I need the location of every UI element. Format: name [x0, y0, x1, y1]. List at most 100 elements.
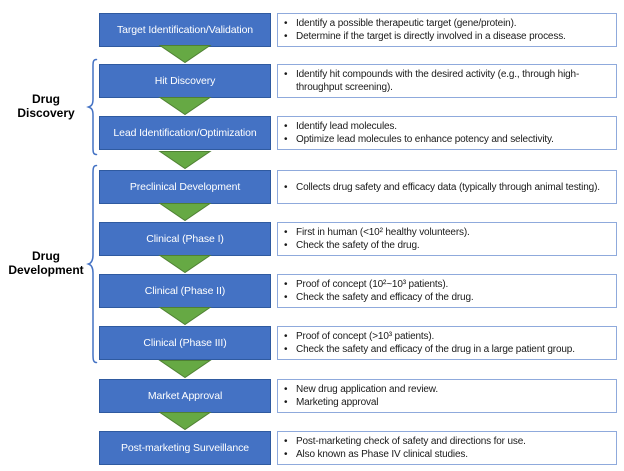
stage-title: Market Approval: [147, 390, 223, 402]
stage-title: Target Identification/Validation: [116, 24, 254, 36]
stage-title-box: Clinical (Phase II): [99, 274, 271, 308]
bullet-item: • New drug application and review.: [284, 383, 612, 396]
bullet-text: Post-marketing check of safety and direc…: [296, 436, 526, 447]
stage-title: Clinical (Phase II): [144, 285, 226, 297]
down-arrow-icon: [158, 307, 212, 326]
bullet-text: Identify hit compounds with the desired …: [296, 69, 580, 93]
stage-title: Post-marketing Surveillance: [120, 442, 250, 454]
curly-brace-drug-discovery: [86, 58, 98, 156]
bullet-item: • Check the safety and efficacy of the d…: [284, 291, 612, 304]
bullet-dot: •: [284, 227, 288, 238]
bullet-item: • Optimize lead molecules to enhance pot…: [284, 133, 612, 146]
group-label-line: Drug: [32, 92, 60, 106]
bullet-dot: •: [284, 292, 288, 303]
bullet-dot: •: [284, 397, 288, 408]
stage-title-box: Preclinical Development: [99, 170, 271, 204]
bullet-dot: •: [284, 31, 288, 42]
curly-brace-drug-development: [86, 164, 98, 364]
down-arrow-icon: [158, 97, 212, 116]
stage-details-box: • Identify lead molecules. • Optimize le…: [277, 116, 617, 150]
stage-title-box: Hit Discovery: [99, 64, 271, 98]
stage-details-box: • Collects drug safety and efficacy data…: [277, 170, 617, 204]
stage-details-box: • First in human (<10² healthy volunteer…: [277, 222, 617, 256]
stage-row-clinical-phase-2: Clinical (Phase II) • Proof of concept (…: [0, 274, 624, 308]
group-label-line: Discovery: [17, 106, 75, 120]
stage-title: Hit Discovery: [154, 75, 216, 87]
bullet-text: Also known as Phase IV clinical studies.: [296, 449, 468, 460]
bullet-dot: •: [284, 18, 288, 29]
bullet-item: • Identify hit compounds with the desire…: [284, 68, 612, 94]
stage-details-box: • Identify hit compounds with the desire…: [277, 64, 617, 98]
bullet-text: Proof of concept (>10³ patients).: [296, 331, 435, 342]
down-arrow-icon: [158, 360, 212, 379]
stage-row-preclinical-development: Preclinical Development • Collects drug …: [0, 170, 624, 204]
bullet-text: Proof of concept (10²~10³ patients).: [296, 279, 449, 290]
bullet-dot: •: [284, 331, 288, 342]
bullet-text: Identify a possible therapeutic target (…: [296, 18, 517, 29]
bullet-text: Determine if the target is directly invo…: [296, 31, 566, 42]
down-arrow-icon: [158, 255, 212, 274]
group-label-drug-development: Drug Development: [0, 249, 92, 277]
stage-title: Clinical (Phase I): [146, 233, 224, 245]
bullet-text: Check the safety of the drug.: [296, 240, 420, 251]
group-label-line: Development: [8, 263, 84, 277]
bullet-item: • Identify lead molecules.: [284, 120, 612, 133]
bullet-item: • Identify a possible therapeutic target…: [284, 17, 612, 30]
stage-row-post-marketing-surveillance: Post-marketing Surveillance • Post-marke…: [0, 431, 624, 465]
bullet-item: • Proof of concept (10²~10³ patients).: [284, 278, 612, 291]
bullet-dot: •: [284, 279, 288, 290]
bullet-item: • First in human (<10² healthy volunteer…: [284, 226, 612, 239]
bullet-item: • Proof of concept (>10³ patients).: [284, 330, 612, 343]
stage-title: Clinical (Phase III): [143, 337, 227, 349]
bullet-item: • Marketing approval: [284, 396, 612, 409]
bullet-dot: •: [284, 384, 288, 395]
stage-title-box: Post-marketing Surveillance: [99, 431, 271, 465]
bullet-dot: •: [284, 134, 288, 145]
bullet-text: Check the safety and efficacy of the dru…: [296, 344, 575, 355]
bullet-dot: •: [284, 181, 288, 193]
down-arrow-icon: [158, 45, 212, 64]
bullet-dot: •: [284, 449, 288, 460]
bullet-text: Identify lead molecules.: [296, 121, 397, 132]
stage-details-box: • Identify a possible therapeutic target…: [277, 13, 617, 47]
bullet-dot: •: [284, 121, 288, 132]
stage-title-box: Market Approval: [99, 379, 271, 413]
group-label-drug-discovery: Drug Discovery: [0, 92, 92, 120]
stage-row-clinical-phase-1: Clinical (Phase I) • First in human (<10…: [0, 222, 624, 256]
bullet-dot: •: [284, 344, 288, 355]
stage-title-box: Clinical (Phase III): [99, 326, 271, 360]
bullet-item: • Determine if the target is directly in…: [284, 30, 612, 43]
stage-details-box: • Post-marketing check of safety and dir…: [277, 431, 617, 465]
stage-title-box: Clinical (Phase I): [99, 222, 271, 256]
bullet-text: Marketing approval: [296, 397, 379, 408]
bullet-dot: •: [284, 69, 288, 80]
bullet-text: Optimize lead molecules to enhance poten…: [296, 134, 554, 145]
stage-row-clinical-phase-3: Clinical (Phase III) • Proof of concept …: [0, 326, 624, 360]
bullet-text: New drug application and review.: [296, 384, 438, 395]
bullet-item: • Collects drug safety and efficacy data…: [284, 181, 612, 194]
bullet-item: • Also known as Phase IV clinical studie…: [284, 448, 612, 461]
stage-row-lead-identification: Lead Identification/Optimization • Ident…: [0, 116, 624, 150]
bullet-dot: •: [284, 240, 288, 251]
stage-title: Preclinical Development: [129, 181, 241, 193]
stage-row-target-identification: Target Identification/Validation • Ident…: [0, 13, 624, 47]
stage-details-box: • Proof of concept (10²~10³ patients). •…: [277, 274, 617, 308]
stage-title-box: Lead Identification/Optimization: [99, 116, 271, 150]
bullet-dot: •: [284, 436, 288, 447]
group-label-line: Drug: [32, 249, 60, 263]
bullet-text: First in human (<10² healthy volunteers)…: [296, 227, 470, 238]
stage-details-box: • New drug application and review. • Mar…: [277, 379, 617, 413]
down-arrow-icon: [158, 151, 212, 170]
stage-title-box: Target Identification/Validation: [99, 13, 271, 47]
stage-row-hit-discovery: Hit Discovery • Identify hit compounds w…: [0, 64, 624, 98]
stage-title: Lead Identification/Optimization: [113, 127, 257, 139]
down-arrow-icon: [158, 412, 212, 431]
bullet-item: • Post-marketing check of safety and dir…: [284, 435, 612, 448]
stage-details-box: • Proof of concept (>10³ patients). • Ch…: [277, 326, 617, 360]
down-arrow-icon: [158, 203, 212, 222]
bullet-item: • Check the safety of the drug.: [284, 239, 612, 252]
stage-row-market-approval: Market Approval • New drug application a…: [0, 379, 624, 413]
bullet-text: Collects drug safety and efficacy data (…: [296, 181, 600, 193]
bullet-item: • Check the safety and efficacy of the d…: [284, 343, 612, 356]
